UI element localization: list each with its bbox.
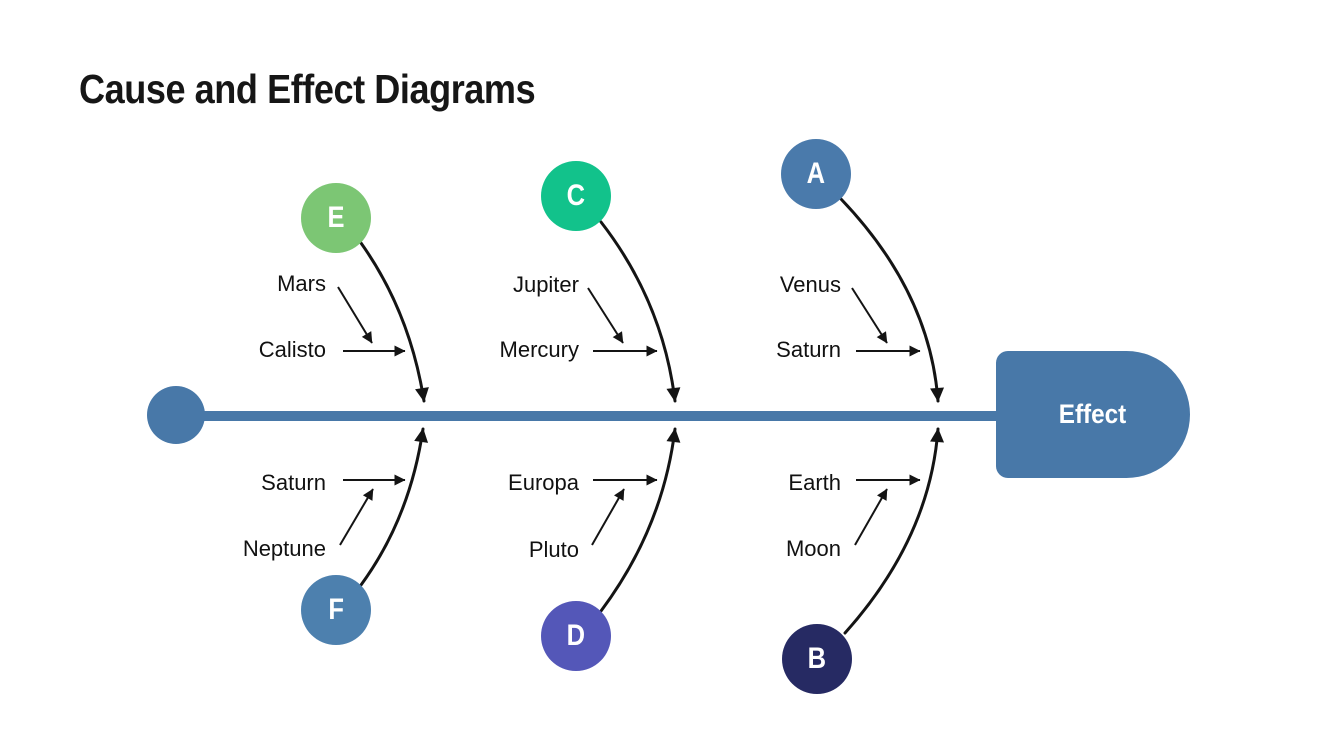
cause-label-venus: Venus (779, 272, 841, 297)
category-letter-b: B (807, 642, 827, 675)
cause-label-calisto: Calisto (258, 337, 326, 362)
cause-label-saturn-top: Saturn (776, 337, 841, 362)
page-title: Cause and Effect Diagrams (79, 66, 536, 112)
category-node-c: C (541, 161, 611, 231)
arrow-moon-diagonal (854, 488, 888, 546)
category-letter-a: A (806, 157, 826, 190)
tail-node (147, 386, 205, 444)
cause-label-europa: Europa (508, 470, 579, 495)
arrow-venus-diagonal (851, 287, 888, 344)
category-letter-c: C (566, 179, 586, 212)
cause-label-neptune: Neptune (242, 536, 326, 561)
cause-label-mercury: Mercury (499, 337, 579, 362)
bone-top-a (839, 197, 945, 403)
effect-head: Effect (996, 351, 1190, 478)
cause-label-pluto: Pluto (528, 537, 579, 562)
bone-bottom-f (359, 427, 429, 587)
category-node-e: E (301, 183, 371, 253)
arrow-neptune-diagonal (339, 488, 374, 546)
category-node-d: D (541, 601, 611, 671)
effect-label: Effect (1059, 399, 1127, 429)
cause-label-saturn-bottom: Saturn (261, 470, 326, 495)
category-letter-f: F (328, 593, 344, 626)
arrow-mars-diagonal (337, 286, 373, 344)
category-letter-d: D (566, 619, 586, 652)
cause-label-jupiter: Jupiter (512, 272, 579, 297)
cause-label-moon: Moon (785, 536, 841, 561)
bone-bottom-d (599, 427, 681, 613)
bone-top-e (359, 241, 429, 403)
category-node-b: B (782, 624, 852, 694)
bone-top-c (599, 220, 681, 403)
cause-label-earth: Earth (788, 470, 841, 495)
cause-label-mars: Mars (277, 271, 326, 296)
arrow-pluto-diagonal (591, 488, 625, 546)
category-letter-e: E (327, 201, 345, 234)
category-node-a: A (781, 139, 851, 209)
bone-bottom-b (843, 427, 945, 635)
arrow-jupiter-diagonal (587, 287, 624, 344)
category-node-f: F (301, 575, 371, 645)
